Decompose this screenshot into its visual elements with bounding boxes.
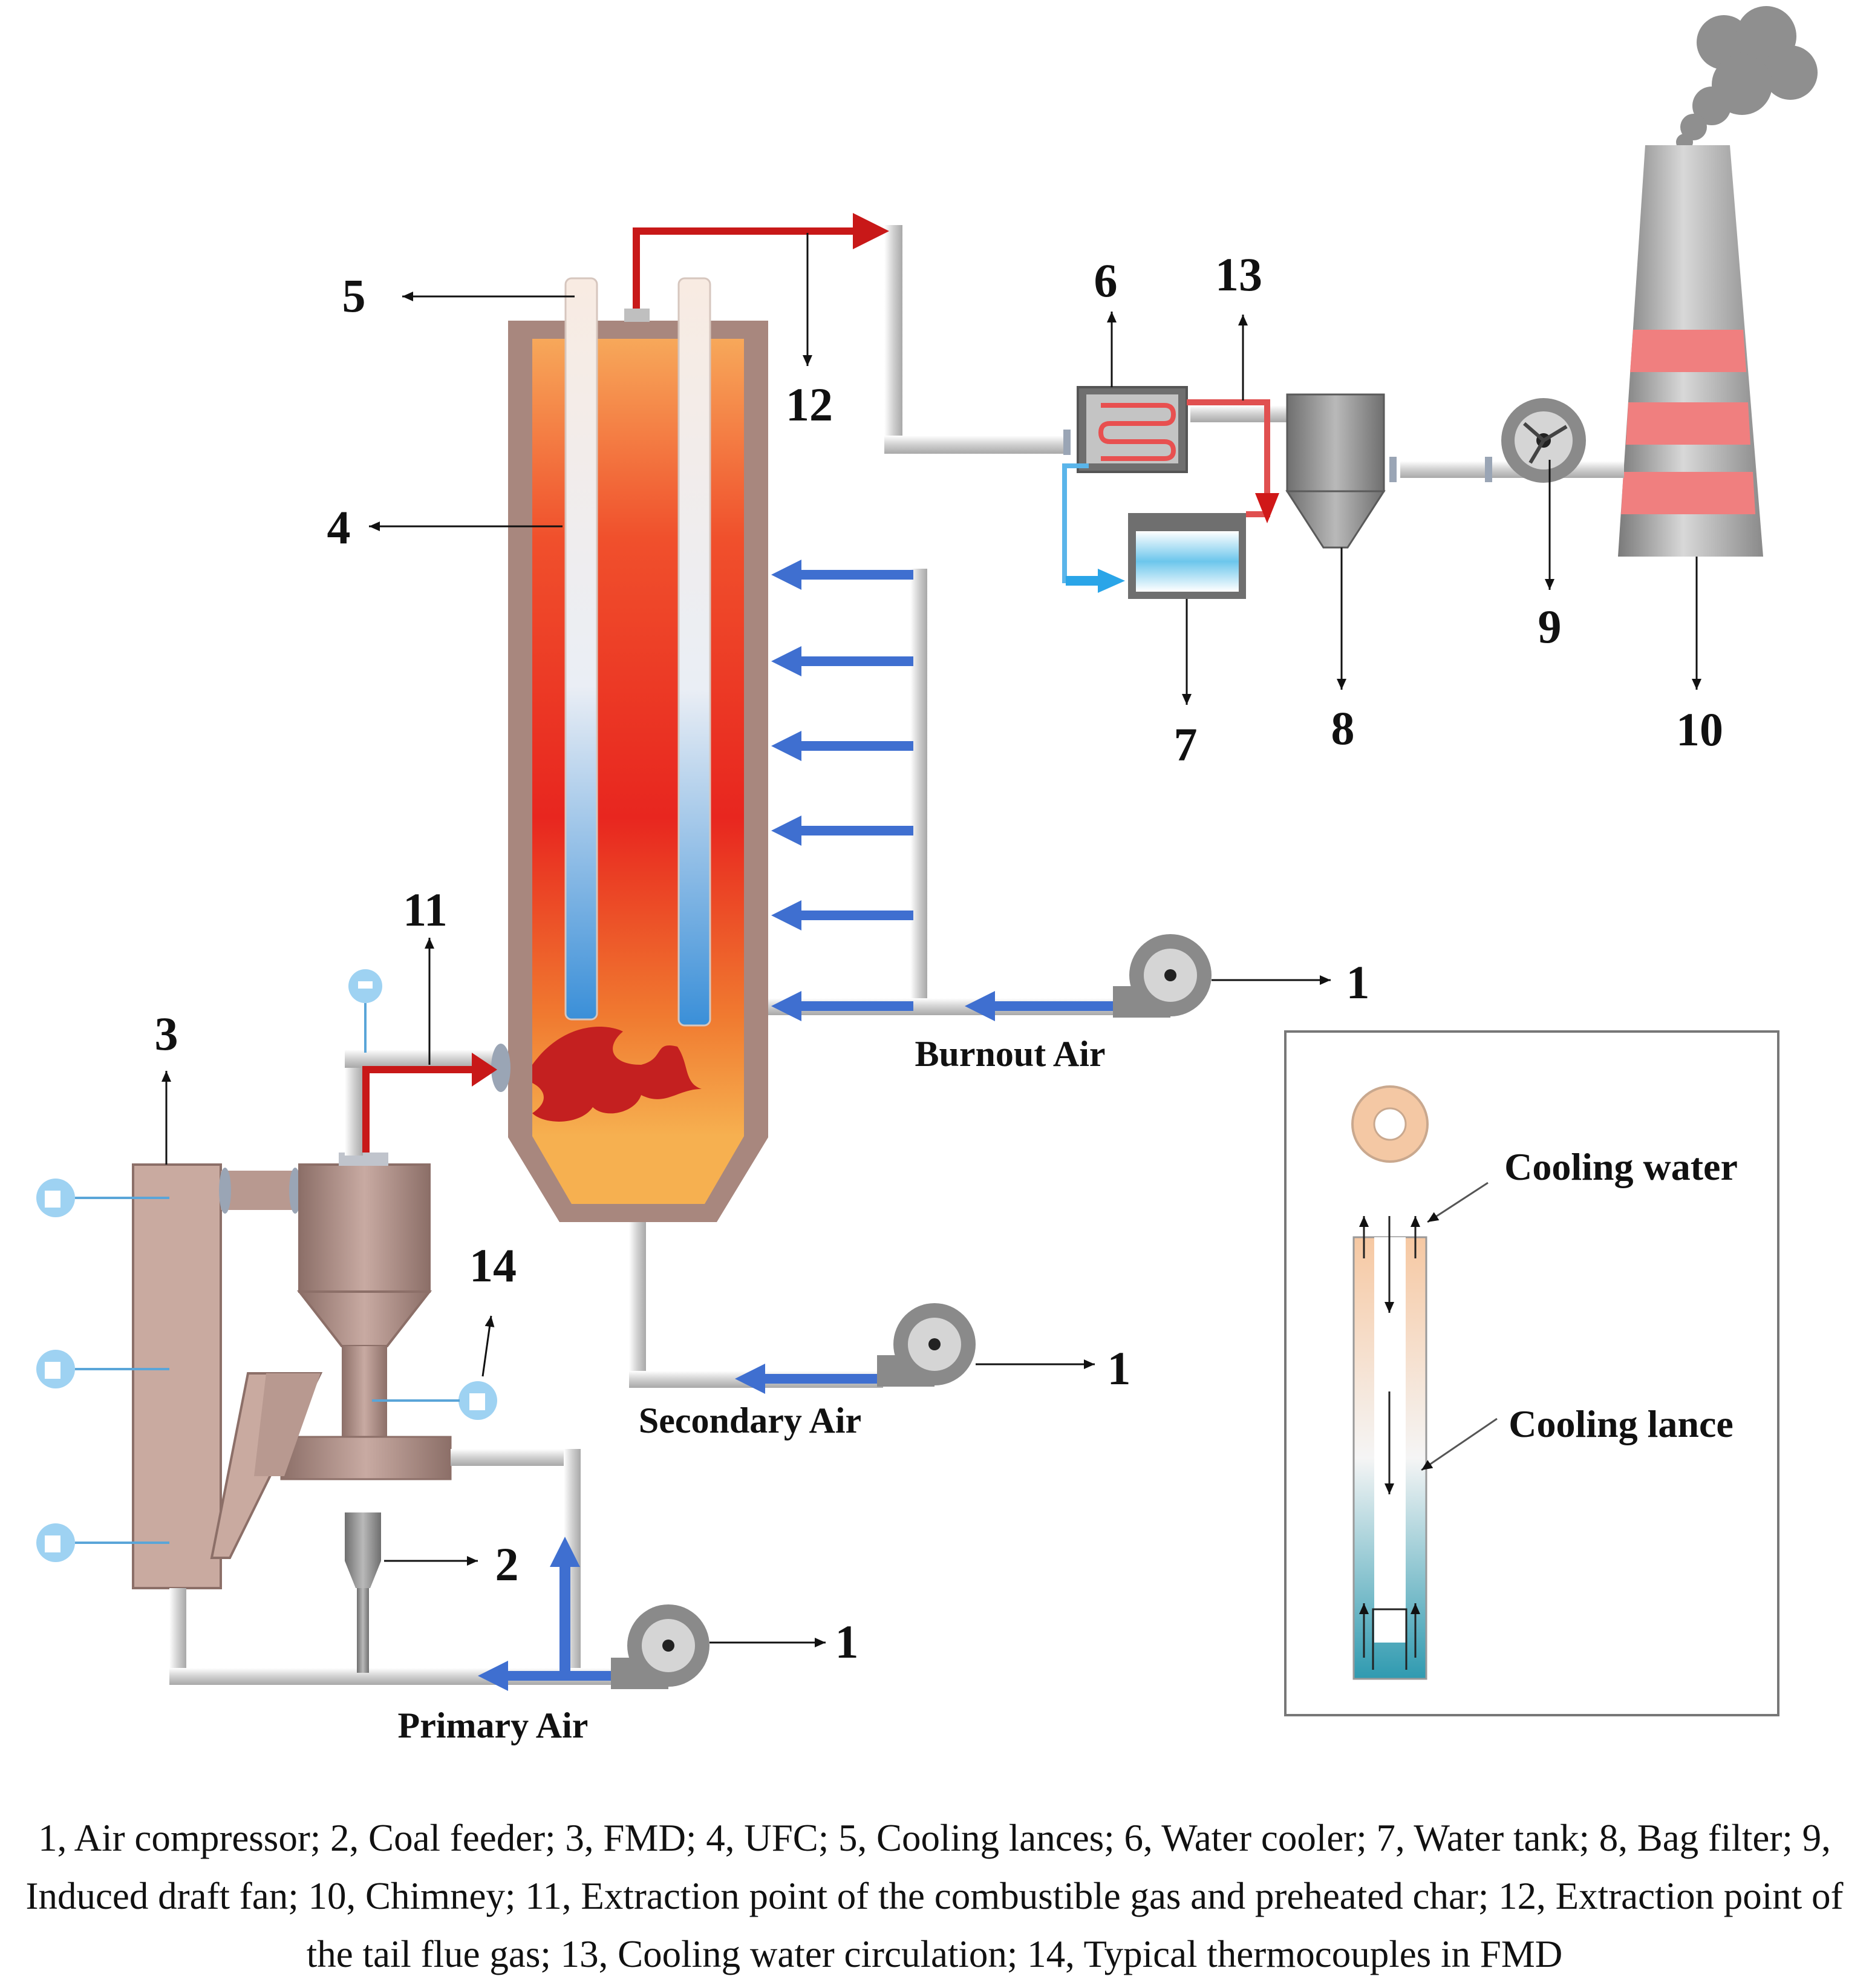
chimney bbox=[1618, 6, 1818, 557]
thermocouple-icon bbox=[348, 969, 382, 1053]
label-14: 14 bbox=[469, 1239, 517, 1292]
process-diagram: 5 4 12 6 13 7 8 9 10 1 1 1 2 3 11 14 Bur… bbox=[36, 6, 1818, 1745]
burnout-air-arrows bbox=[771, 560, 1113, 1021]
label-12: 12 bbox=[786, 378, 833, 431]
chimney-band bbox=[1626, 402, 1750, 445]
flame-icon bbox=[532, 1027, 702, 1122]
label-1-burnout: 1 bbox=[1346, 956, 1370, 1009]
label-13: 13 bbox=[1215, 248, 1262, 301]
thermocouple-icon bbox=[36, 1179, 169, 1217]
primary-air-label: Primary Air bbox=[398, 1705, 589, 1745]
thermocouple-icon bbox=[36, 1523, 169, 1562]
coal-feeder bbox=[345, 1512, 381, 1673]
label-6: 6 bbox=[1094, 254, 1118, 307]
label-3: 3 bbox=[155, 1007, 178, 1060]
label-1-primary: 1 bbox=[835, 1615, 859, 1668]
cooling-lance-inset bbox=[1284, 1030, 1779, 1716]
label-4: 4 bbox=[327, 501, 351, 554]
flue-gas-arrow bbox=[633, 213, 889, 315]
leader-arrows bbox=[161, 233, 1701, 1647]
cooling-water-lines bbox=[1062, 399, 1279, 593]
cooling-lances bbox=[564, 277, 711, 1027]
secondary-air-line bbox=[629, 1222, 883, 1394]
label-8: 8 bbox=[1331, 702, 1355, 754]
thermocouple-icon bbox=[372, 1381, 497, 1420]
label-9: 9 bbox=[1538, 600, 1562, 653]
label-2: 2 bbox=[495, 1538, 519, 1591]
label-11: 11 bbox=[403, 883, 448, 936]
burnout-air-label: Burnout Air bbox=[915, 1034, 1105, 1074]
burnout-air-compressor bbox=[1113, 934, 1212, 1018]
induced-draft-fan bbox=[1501, 398, 1586, 483]
burnout-air-manifold bbox=[768, 569, 1125, 1015]
chimney-band bbox=[1630, 330, 1746, 372]
cooling-water-label: Cooling water bbox=[1504, 1145, 1738, 1188]
smoke bbox=[1676, 6, 1818, 151]
bag-filter bbox=[1285, 393, 1386, 549]
primary-air-compressor bbox=[611, 1604, 709, 1689]
extraction-pipe bbox=[345, 1044, 510, 1156]
cyclone-separator bbox=[210, 1153, 452, 1559]
water-tank bbox=[1128, 513, 1246, 599]
figure-caption: 1, Air compressor; 2, Coal feeder; 3, FM… bbox=[25, 1817, 1844, 1975]
water-cooler bbox=[1077, 386, 1188, 473]
thermocouple-icon bbox=[36, 1350, 169, 1388]
label-10: 10 bbox=[1676, 703, 1723, 756]
number-labels: 5 4 12 6 13 7 8 9 10 1 1 1 2 3 11 14 bbox=[155, 248, 1724, 1668]
secondary-air-label: Secondary Air bbox=[639, 1401, 861, 1440]
label-1-secondary: 1 bbox=[1107, 1342, 1131, 1395]
label-5: 5 bbox=[342, 269, 366, 322]
flow-labels: Burnout Air Secondary Air Primary Air Co… bbox=[398, 1034, 1738, 1745]
secondary-air-compressor bbox=[877, 1303, 976, 1387]
cooling-lance-label: Cooling lance bbox=[1509, 1402, 1734, 1445]
chimney-band bbox=[1621, 472, 1755, 514]
flue-gas-pipes bbox=[884, 225, 1624, 482]
label-7: 7 bbox=[1174, 718, 1198, 771]
primary-air-line bbox=[169, 1449, 617, 1691]
